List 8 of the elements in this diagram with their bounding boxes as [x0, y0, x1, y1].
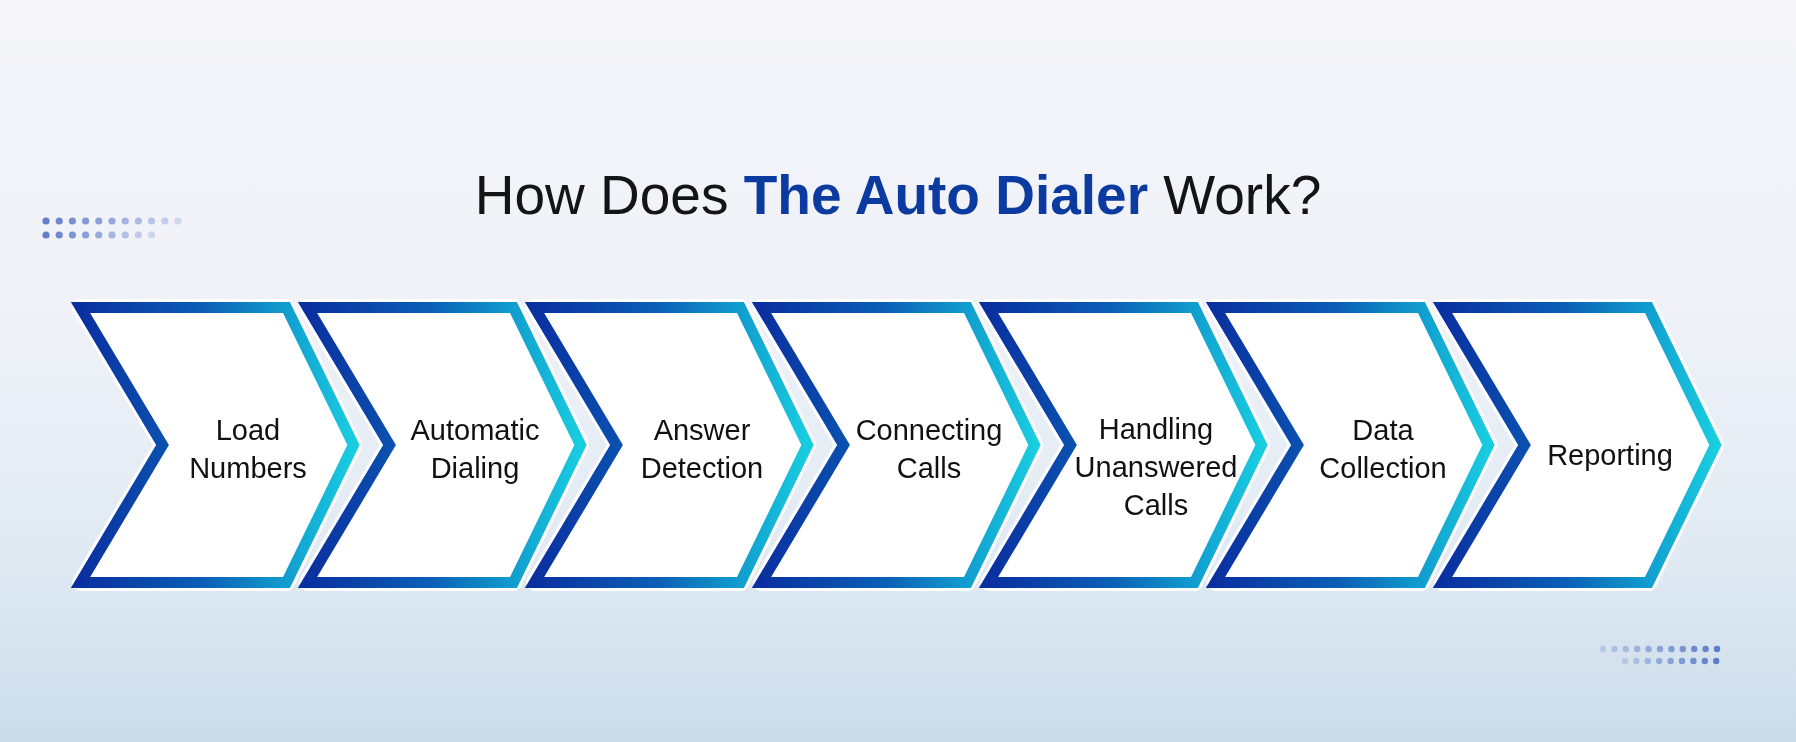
step-label: Connecting Calls — [854, 413, 1004, 486]
step-label: Reporting — [1546, 438, 1674, 473]
title: How Does The Auto Dialer Work? — [474, 163, 1322, 227]
step-label: Answer Detection — [639, 413, 765, 486]
step-label: Load Numbers — [188, 413, 308, 486]
step-label: Handling Unanswered Calls — [1073, 412, 1239, 523]
step-label: Automatic Dialing — [409, 413, 541, 486]
step-label: Data Collection — [1318, 413, 1448, 486]
